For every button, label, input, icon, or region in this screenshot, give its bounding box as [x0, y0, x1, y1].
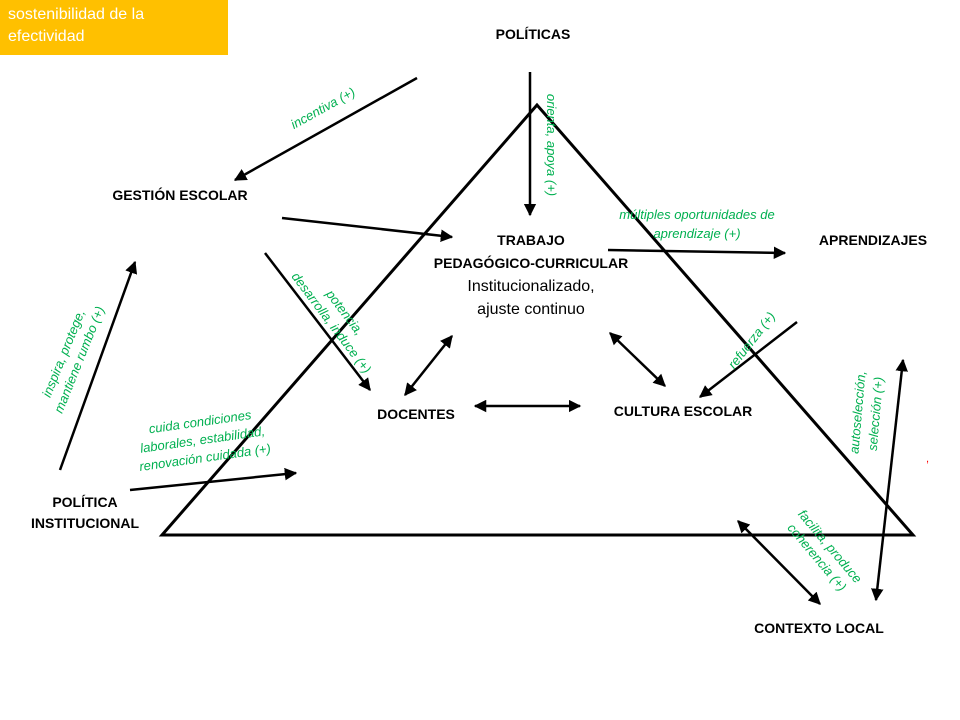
label-orienta-apoya: orienta, apoya (+) — [544, 94, 559, 196]
node-contexto-local: CONTEXTO LOCAL — [754, 620, 884, 636]
label-autoseleccion: autoselección, selección (+) — [846, 370, 886, 454]
node-politica-institucional-line1: POLÍTICA — [52, 494, 117, 510]
node-politica-institucional-line2: INSTITUCIONAL — [31, 515, 140, 531]
arrow-trabajo-to-aprendizajes — [607, 246, 787, 260]
arrow-trabajo-docentes — [404, 335, 453, 396]
label-cuida: cuida condiciones laborales, estabilidad… — [138, 407, 271, 474]
node-docentes: DOCENTES — [377, 406, 455, 422]
arrow-trabajo-cultura — [609, 332, 666, 387]
arrow-politica-inst-to-gestion — [58, 260, 138, 471]
arrow-politicas-to-gestion — [233, 76, 418, 182]
node-politicas: POLÍTICAS — [496, 26, 571, 42]
arrow-contexto-aprendizajes — [871, 358, 908, 602]
arrow-contexto-triangle — [737, 520, 821, 605]
node-trabajo-line2: PEDAGÓGICO-CURRICULAR — [434, 254, 628, 271]
label-refuerza: refuerza (+) — [725, 309, 778, 371]
node-trabajo-line1: TRABAJO — [497, 232, 565, 248]
label-multiples-line2: aprendizaje (+) — [653, 226, 740, 241]
arrow-politica-inst-to-docentes — [129, 467, 298, 492]
node-aprendizajes: APRENDIZAJES — [819, 232, 927, 248]
label-inspira: inspira, protege, mantiene rumbo (+) — [39, 304, 107, 415]
central-triangle — [158, 102, 917, 537]
node-gestion-escolar: GESTIÓN ESCOLAR — [112, 186, 247, 203]
arrow-aprendizajes-to-cultura — [699, 321, 798, 398]
red-mark: , — [926, 453, 929, 465]
node-trabajo-line4: ajuste continuo — [477, 301, 585, 318]
label-potencia: potencia, desarrolla, induce (+) — [289, 269, 375, 376]
label-incentiva: incentiva (+) — [288, 84, 358, 132]
effectiveness-sustainability-tag: sostenibilidad de la efectividad — [0, 0, 228, 55]
node-cultura-escolar: CULTURA ESCOLAR — [614, 403, 752, 419]
label-autoseleccion-line1: autoselección, — [846, 370, 868, 454]
label-autoseleccion-line2: selección (+) — [865, 376, 886, 451]
label-multiples-line1: múltiples oportunidades de — [619, 207, 774, 222]
label-facilita: facilita, produce coherencia (+) — [784, 507, 865, 594]
node-trabajo-line3: Institucionalizado, — [467, 278, 594, 295]
arrow-gestion-to-docentes — [264, 252, 371, 391]
arrow-gestion-to-trabajo — [281, 216, 454, 242]
